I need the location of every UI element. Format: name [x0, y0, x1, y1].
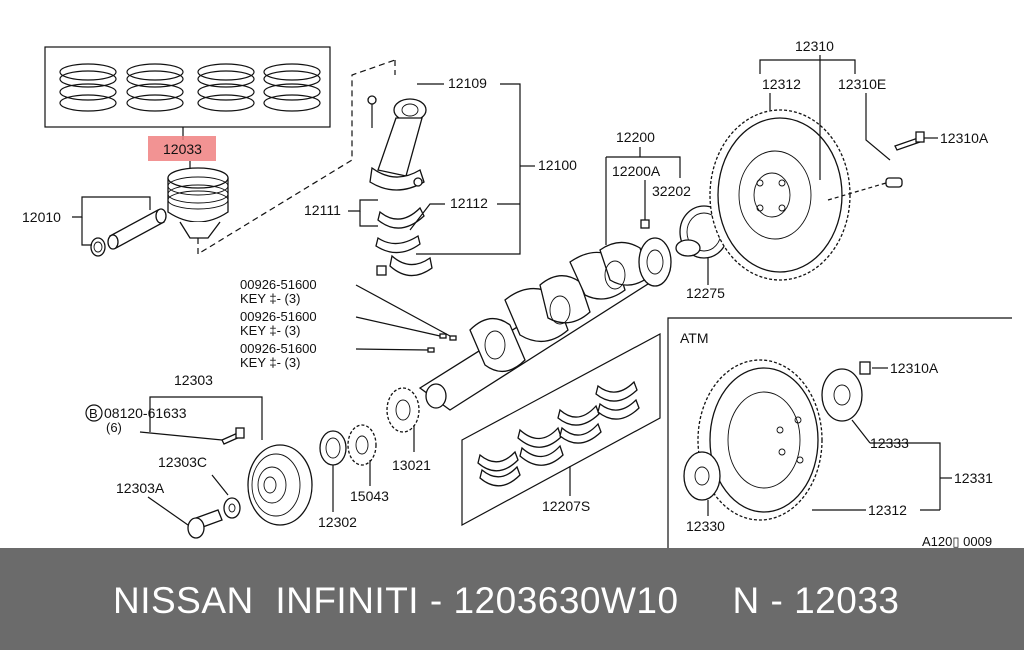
pilot-bushing — [640, 219, 650, 229]
label-12303c: 12303C — [158, 454, 207, 470]
label-12275: 12275 — [686, 285, 725, 301]
piston-rings-box — [44, 46, 331, 128]
label-atm: ATM — [680, 330, 709, 346]
drive-plate-bolt — [859, 361, 871, 375]
figure-code: A120▯ 0009 — [922, 534, 992, 548]
label-12310a-top: 12310A — [940, 130, 989, 146]
label-12310a-atm: 12310A — [890, 360, 939, 376]
piston-ring-set-1 — [59, 63, 117, 112]
label-12303: 12303 — [174, 372, 213, 388]
drive-plate-spacer — [683, 451, 721, 501]
flywheel-bolt — [894, 131, 925, 151]
seal-retainer — [675, 239, 701, 257]
label-13021: 13021 — [392, 457, 431, 473]
drive-plate — [697, 359, 823, 521]
pulley-washer — [223, 497, 241, 519]
piston-ring-set-3 — [197, 63, 255, 112]
label-key1-number: 00926-51600 — [240, 277, 317, 292]
footer-part-number: NISSAN INFINITI - 1203630W10 N - 12033 — [113, 580, 900, 621]
pulley-center-bolt — [187, 509, 223, 539]
connecting-rod — [367, 95, 427, 191]
dowel-pin — [885, 177, 903, 188]
rod-cap — [376, 254, 433, 277]
label-key3-number: 00926-51600 — [240, 341, 317, 356]
crank-sprocket — [386, 387, 420, 433]
label-12312-top: 12312 — [762, 76, 801, 92]
highlighted-part-label — [148, 136, 216, 161]
label-12302: 12302 — [318, 514, 357, 530]
label-12333: 12333 — [870, 435, 909, 451]
label-12100: 12100 — [538, 157, 577, 173]
label-12033: 12033 — [163, 141, 202, 157]
front-oil-seal — [319, 430, 347, 466]
label-key3-desc: KEY ‡- (3) — [240, 355, 300, 370]
crankshaft — [418, 237, 672, 411]
parts-diagram: 12033 12010 121 — [22, 38, 1012, 548]
crank-key-1 — [449, 335, 457, 341]
piston-ring-set-2 — [126, 63, 184, 112]
atm-box — [667, 317, 1012, 548]
label-12200a: 12200A — [612, 163, 661, 179]
main-bearings-box — [461, 332, 661, 527]
label-key2-number: 00926-51600 — [240, 309, 317, 324]
piston-pin-clip — [90, 237, 106, 257]
label-bolt-number: 08120-61633 — [104, 405, 187, 421]
label-12200: 12200 — [616, 129, 655, 145]
rod-bearing-lower — [375, 234, 421, 254]
label-12010: 12010 — [22, 209, 61, 225]
label-12312-atm: 12312 — [868, 502, 907, 518]
oil-pump-drive-gear — [347, 424, 377, 466]
label-32202: 32202 — [652, 183, 691, 199]
label-15043: 15043 — [350, 488, 389, 504]
label-12330: 12330 — [686, 518, 725, 534]
main-bearings — [477, 380, 640, 487]
crank-key-3 — [427, 347, 435, 353]
crank-pulley — [247, 444, 313, 526]
label-bolt-qty: (6) — [106, 420, 122, 435]
label-12310: 12310 — [795, 38, 834, 54]
piston-ring-set-4 — [263, 63, 321, 112]
pulley-bolt — [221, 427, 245, 445]
bolt-circle-marker — [85, 404, 103, 422]
label-12111: 12111 — [304, 202, 341, 218]
label-key2-desc: KEY ‡- (3) — [240, 323, 300, 338]
footer-bar: NISSAN INFINITI - 1203630W10 N - 12033 — [0, 548, 1024, 650]
label-12310e: 12310E — [838, 76, 886, 92]
piston-pin — [107, 208, 167, 250]
piston — [167, 167, 229, 239]
label-12112: 12112 — [450, 195, 488, 211]
label-12303a: 12303A — [116, 480, 165, 496]
drive-plate-reinforcement — [821, 368, 863, 422]
flywheel — [709, 109, 851, 281]
label-12207s: 12207S — [542, 498, 590, 514]
rod-bearing-upper — [377, 206, 425, 229]
label-12109: 12109 — [448, 75, 487, 91]
label-12331: 12331 — [954, 470, 993, 486]
crank-key-2 — [439, 333, 447, 339]
label-bolt-marker: B — [89, 406, 98, 421]
label-key1-desc: KEY ‡- (3) — [240, 291, 300, 306]
